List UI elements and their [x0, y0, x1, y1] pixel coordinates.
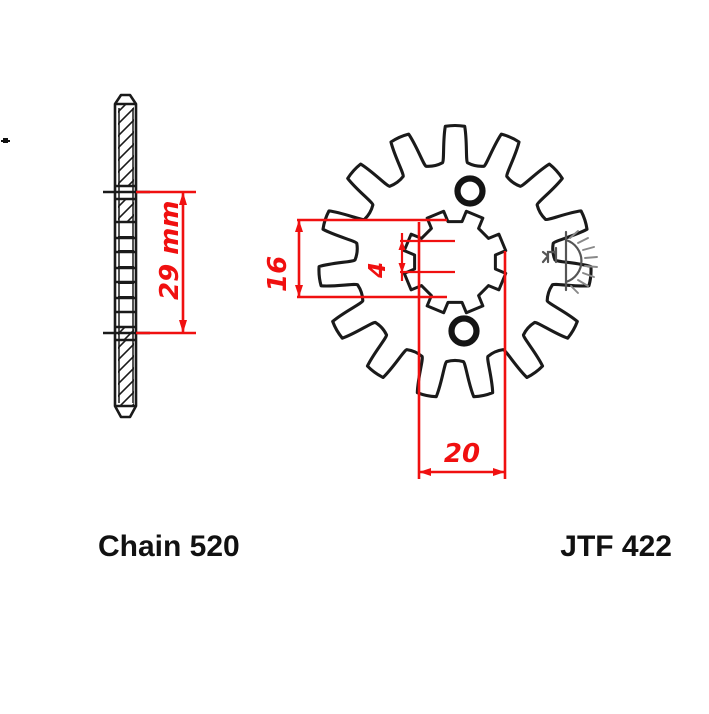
section-hatch-top: [118, 104, 134, 186]
dimension-16: 16: [263, 218, 447, 299]
sprocket-splined-hub: [402, 209, 508, 315]
bolt-hole-bottom: [448, 315, 480, 347]
sprocket-body: [317, 123, 593, 399]
dimension-29mm: 29 mm: [136, 190, 196, 335]
bolt-hole-top: [454, 175, 486, 207]
registration-dot: [1, 138, 10, 143]
side-view-spline-bands: [118, 236, 134, 299]
dimension-4-label: 4: [365, 262, 391, 279]
side-view-profile: [103, 93, 150, 419]
dimension-4: 4: [365, 233, 455, 281]
surface-finish-symbol: [541, 230, 598, 294]
bolt-holes: [448, 175, 486, 347]
dimension-20-label: 20: [444, 439, 480, 469]
section-hatch-upper-mid: [118, 199, 134, 222]
chain-label: Chain 520: [98, 530, 240, 563]
dimension-29mm-label: 29 mm: [155, 201, 185, 300]
part-number-label: JTF 422: [560, 530, 672, 563]
dimension-16-label: 16: [263, 256, 293, 292]
section-hatch-bottom: [118, 340, 134, 406]
dimension-20: 20: [417, 222, 507, 479]
